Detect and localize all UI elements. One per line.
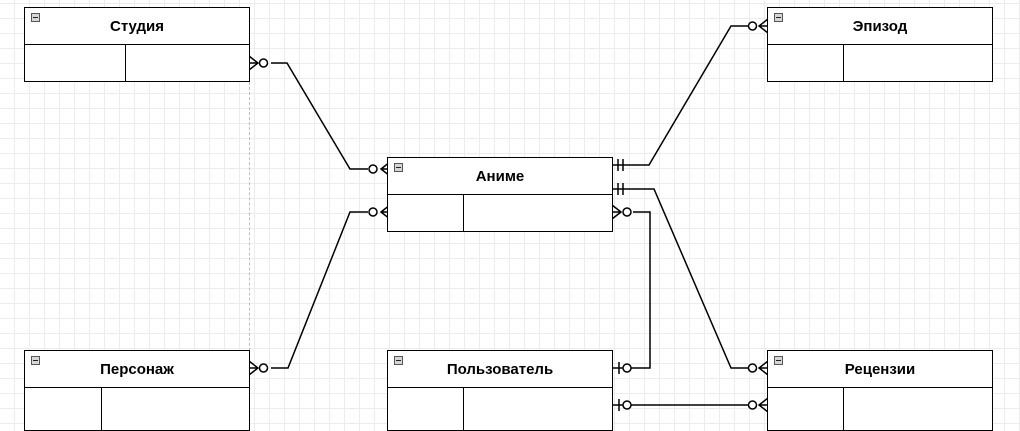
relationship-user-anime[interactable] [611, 204, 651, 374]
zero-marker-user-end [622, 363, 632, 373]
zero-marker-user-end-b [622, 400, 632, 410]
relationship-reviews-anime[interactable] [612, 183, 769, 376]
entity-title: Рецензии [844, 361, 916, 378]
relationship-studio-anime[interactable] [248, 55, 391, 177]
attribute-cell[interactable] [844, 388, 992, 430]
zero-marker-character-end [258, 363, 269, 373]
zero-marker-studio-end [258, 58, 269, 68]
key-cell[interactable] [25, 388, 102, 430]
key-cell[interactable] [388, 195, 464, 231]
entity-anime[interactable]: Аниме [387, 157, 613, 232]
key-cell[interactable] [768, 45, 844, 81]
entity-title: Пользователь [446, 361, 554, 378]
key-cell[interactable] [388, 388, 464, 430]
crowfoot-character-end [248, 360, 260, 376]
entity-character[interactable]: Персонаж [24, 350, 250, 431]
key-cell[interactable] [768, 388, 844, 430]
zero-marker-anime-left-end [368, 207, 378, 217]
crowfoot-episode-end [757, 18, 769, 34]
entity-header [25, 8, 249, 45]
collapse-icon[interactable] [31, 13, 40, 22]
entity-header [388, 158, 612, 195]
zero-marker-episode-end [747, 21, 758, 31]
entity-header [25, 351, 249, 388]
entity-header [768, 8, 992, 45]
entity-studio[interactable]: Студия [24, 7, 250, 82]
key-cell[interactable] [25, 45, 126, 81]
attribute-cell[interactable] [126, 45, 249, 81]
crowfoot-studio-end [248, 55, 260, 71]
collapse-icon[interactable] [394, 356, 403, 365]
attribute-cell[interactable] [844, 45, 992, 81]
relationship-character-anime[interactable] [248, 204, 391, 376]
crowfoot-reviews-left-end [757, 397, 769, 413]
entity-header [768, 351, 992, 388]
attribute-cell[interactable] [464, 195, 612, 231]
entity-reviews[interactable]: Рецензии [767, 350, 993, 431]
collapse-icon[interactable] [774, 13, 783, 22]
entity-title: Аниме [475, 168, 525, 185]
zero-marker-reviews-end [747, 363, 758, 373]
entity-user[interactable]: Пользователь [387, 350, 613, 431]
attribute-cell[interactable] [464, 388, 612, 430]
attribute-cell[interactable] [102, 388, 249, 430]
entity-header [388, 351, 612, 388]
zero-marker-anime-right-end [622, 207, 632, 217]
collapse-icon[interactable] [774, 356, 783, 365]
entity-episode[interactable]: Эпизод [767, 7, 993, 82]
zero-marker-reviews-left-end [747, 400, 758, 410]
entity-title: Студия [109, 18, 165, 35]
collapse-icon[interactable] [394, 163, 403, 172]
crowfoot-anime-right-end [611, 204, 623, 220]
relationship-episode-anime[interactable] [612, 18, 769, 171]
collapse-icon[interactable] [31, 356, 40, 365]
crowfoot-reviews-end [757, 360, 769, 376]
entity-title: Персонаж [100, 361, 174, 378]
entity-title: Эпизод [852, 18, 908, 35]
guide-line [249, 82, 250, 431]
relationship-user-reviews[interactable] [612, 397, 769, 413]
zero-marker-anime-end [368, 164, 378, 174]
